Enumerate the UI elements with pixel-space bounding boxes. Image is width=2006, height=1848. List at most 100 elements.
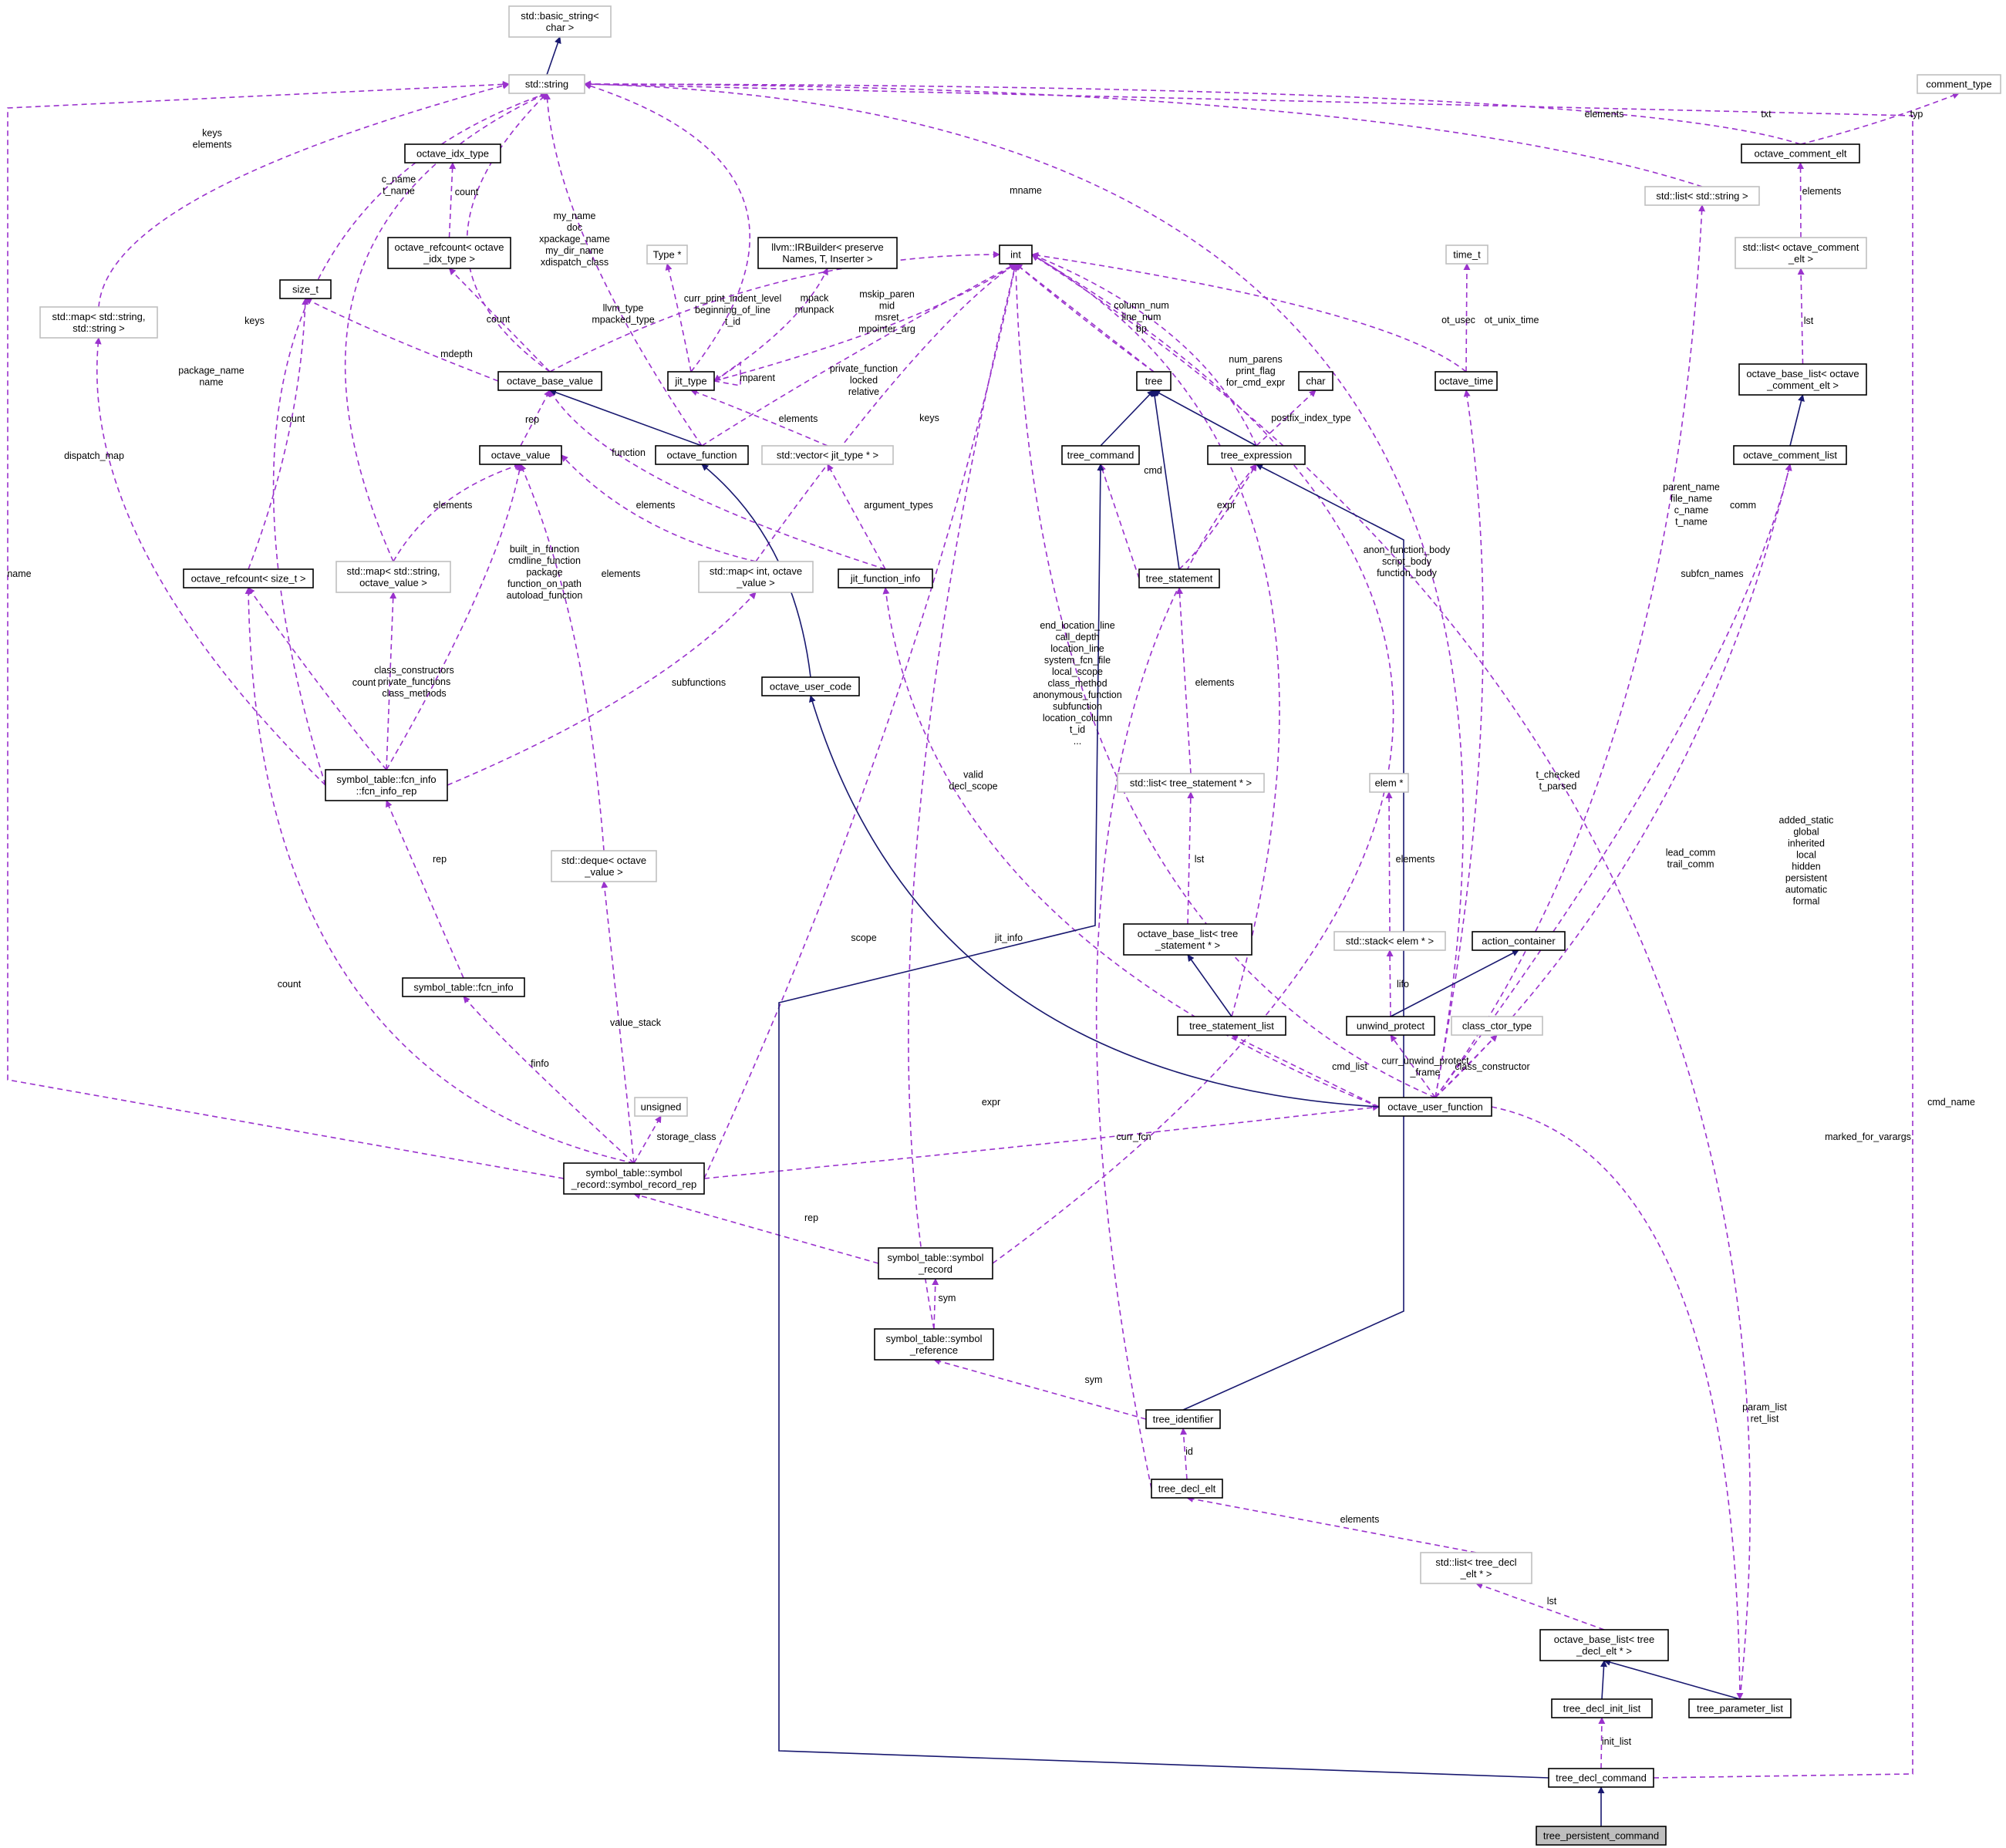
class-node-symbol-record[interactable]: symbol_table::symbol_record	[878, 1247, 993, 1280]
class-node-tree[interactable]: tree	[1136, 371, 1172, 391]
edge-label-elements-decl: elements	[1340, 1514, 1380, 1525]
usage-edge-fcn_info_rep-to-map_string_octave_value	[386, 592, 397, 771]
class-node-action-container[interactable]: action_container	[1472, 931, 1566, 951]
edge-label-line: c_name	[382, 174, 416, 185]
class-node-stack-elem[interactable]: std::stack< elem * >	[1333, 931, 1446, 951]
class-node-label: std::list< tree_decl	[1435, 1556, 1516, 1568]
class-node-octave-value[interactable]: octave_value	[479, 445, 562, 465]
class-node-box	[1123, 923, 1252, 956]
class-node-base-list-comment-elt[interactable]: octave_base_list< octave_comment_elt >	[1738, 363, 1867, 396]
class-node-octave-function[interactable]: octave_function	[655, 445, 749, 465]
class-node-symbol-reference[interactable]: symbol_table::symbol_reference	[874, 1328, 994, 1361]
class-node-map-string-octave-value[interactable]: std::map< std::string,octave_value >	[335, 561, 451, 593]
edge-label-line: cmdline_function	[508, 555, 581, 566]
class-node-box	[757, 237, 898, 269]
edge-label-line: typ	[1910, 109, 1923, 120]
class-node-label: octave_user_function	[1387, 1101, 1483, 1113]
class-node-list-comment-elt[interactable]: std::list< octave_comment_elt >	[1735, 237, 1867, 269]
class-node-list-tree-statement[interactable]: std::list< tree_statement * >	[1117, 773, 1265, 793]
class-node-tree-statement[interactable]: tree_statement	[1138, 568, 1220, 588]
edge-label-elements-deque: elements	[602, 568, 641, 579]
class-node-unsigned[interactable]: unsigned	[634, 1097, 688, 1117]
class-node-fcn-info-rep[interactable]: symbol_table::fcn_info::fcn_info_rep	[325, 769, 448, 801]
class-node-elem-ptr[interactable]: elem *	[1369, 773, 1409, 793]
class-node-label: llvm::IRBuilder< preserve	[771, 241, 884, 253]
class-node-map-string-string[interactable]: std::map< std::string,std::string >	[39, 306, 158, 339]
class-node-time-t[interactable]: time_t	[1445, 244, 1488, 265]
edge-label-lst-decl: lst	[1547, 1596, 1557, 1607]
edge-label-sym-ident: sym	[1085, 1374, 1103, 1385]
class-node-octave-user-code[interactable]: octave_user_code	[761, 676, 860, 696]
class-node-tree-command[interactable]: tree_command	[1061, 445, 1140, 465]
class-node-tree-identifier[interactable]: tree_identifier	[1145, 1409, 1221, 1429]
class-node-base-list-tree-statement[interactable]: octave_base_list< tree_statement * >	[1123, 923, 1252, 956]
edge-label-line: marked_for_varargs	[1825, 1131, 1911, 1142]
edge-label-line: lifo	[1397, 979, 1409, 990]
inheritance-edge-std_string-to-basic_string	[546, 36, 561, 76]
class-node-basic-string[interactable]: std::basic_string<char >	[508, 5, 612, 38]
class-node-octave-refcount-size[interactable]: octave_refcount< size_t >	[183, 568, 314, 588]
class-node-map-int-octave-value[interactable]: std::map< int, octave_value >	[698, 561, 814, 593]
edge-label-typ: typ	[1910, 109, 1923, 120]
class-node-class-ctor-type[interactable]: class_ctor_type	[1451, 1016, 1543, 1036]
class-node-int[interactable]: int	[999, 244, 1033, 265]
class-node-vector-jit-type[interactable]: std::vector< jit_type * >	[761, 445, 894, 465]
class-node-box	[279, 279, 332, 299]
class-node-size-t[interactable]: size_t	[279, 279, 332, 299]
nodes-layer: std::basic_string<char >std::string comme…	[39, 5, 2001, 1846]
edge-label-elements-jit: elements	[779, 413, 818, 424]
usage-edge-octave_user_function-to-class_ctor_type	[1435, 1034, 1498, 1098]
class-node-jit-function-info[interactable]: jit_function_info	[838, 568, 933, 588]
class-node-tree-decl-init-list[interactable]: tree_decl_init_list	[1551, 1698, 1653, 1718]
class-node-tree-decl-command[interactable]: tree_decl_command	[1548, 1768, 1654, 1788]
edge-label-line: mdepth	[440, 349, 473, 359]
class-node-label: tree_statement	[1146, 573, 1213, 585]
class-node-tree-decl-elt[interactable]: tree_decl_elt	[1151, 1479, 1223, 1499]
class-node-jit-type[interactable]: jit_type	[667, 371, 715, 391]
usage-edge-jit_function_info-to-octave_base_value	[549, 389, 886, 570]
edge-label-line: elements	[1195, 677, 1235, 688]
class-node-list-std-string[interactable]: std::list< std::string >	[1644, 186, 1760, 206]
edge-label-line: scope	[851, 932, 876, 943]
class-node-tree-expression[interactable]: tree_expression	[1207, 445, 1306, 465]
class-node-octave-base-value[interactable]: octave_base_value	[497, 371, 602, 391]
edge-label-line: init_list	[1602, 1736, 1632, 1747]
class-node-list-tree-decl-elt[interactable]: std::list< tree_decl_elt * >	[1420, 1552, 1532, 1584]
usage-edge-map_int_octave_value-to-octave_value	[561, 454, 757, 562]
class-node-fcn-info[interactable]: symbol_table::fcn_info	[402, 977, 525, 997]
edge-label-line: elements	[636, 500, 676, 511]
class-node-symbol-record-rep[interactable]: symbol_table::symbol_record::symbol_reco…	[563, 1162, 705, 1195]
class-node-octave-time[interactable]: octave_time	[1435, 371, 1498, 391]
class-node-label: octave_base_list< octave	[1746, 368, 1859, 379]
class-node-tree-parameter-list[interactable]: tree_parameter_list	[1688, 1698, 1792, 1718]
usage-edge-fcn_info-to-fcn_info_rep	[386, 800, 464, 979]
usage-edge-symbol_record_rep-to-octave_user_function	[703, 1104, 1380, 1179]
edge-label-count-size: count	[282, 413, 305, 424]
edge-label-line: count	[282, 413, 305, 424]
edge-label-cmd-name: cmd_name	[1927, 1097, 1975, 1108]
class-node-char[interactable]: char	[1298, 371, 1333, 391]
class-node-octave-comment-elt[interactable]: octave_comment_elt	[1741, 143, 1860, 164]
class-node-unwind-protect[interactable]: unwind_protect	[1346, 1016, 1435, 1036]
edge-label-line: argument_types	[864, 500, 933, 511]
class-node-deque-octave-value[interactable]: std::deque< octave_value >	[551, 850, 657, 882]
class-node-octave-idx-type[interactable]: octave_idx_type	[404, 143, 501, 164]
edge-label-argument-types: argument_types	[864, 500, 933, 511]
class-node-tree-statement-list[interactable]: tree_statement_list	[1177, 1016, 1286, 1036]
class-node-box	[878, 1247, 993, 1280]
edge-label-line: rep	[525, 414, 539, 425]
class-node-base-list-tree-decl-elt[interactable]: octave_base_list< tree_decl_elt * >	[1539, 1629, 1669, 1661]
class-node-type-ptr[interactable]: Type *	[646, 244, 688, 265]
class-node-comment-type[interactable]: comment_type	[1917, 74, 2001, 94]
class-node-octave-comment-list[interactable]: octave_comment_list	[1733, 445, 1847, 465]
usage-edge-octave_base_value-to-int	[549, 251, 1000, 373]
edge-label-line: end_location_line	[1040, 620, 1114, 631]
usage-edge-tree_parameter_list-to-int	[1031, 254, 1751, 1700]
class-node-std-string[interactable]: std::string	[508, 74, 585, 94]
class-node-box	[508, 5, 612, 38]
usage-edge-map_int_octave_value-to-int	[755, 263, 1016, 562]
class-node-octave-user-function[interactable]: octave_user_function	[1378, 1097, 1492, 1117]
class-node-octave-refcount-idx[interactable]: octave_refcount< octave_idx_type >	[387, 237, 511, 269]
